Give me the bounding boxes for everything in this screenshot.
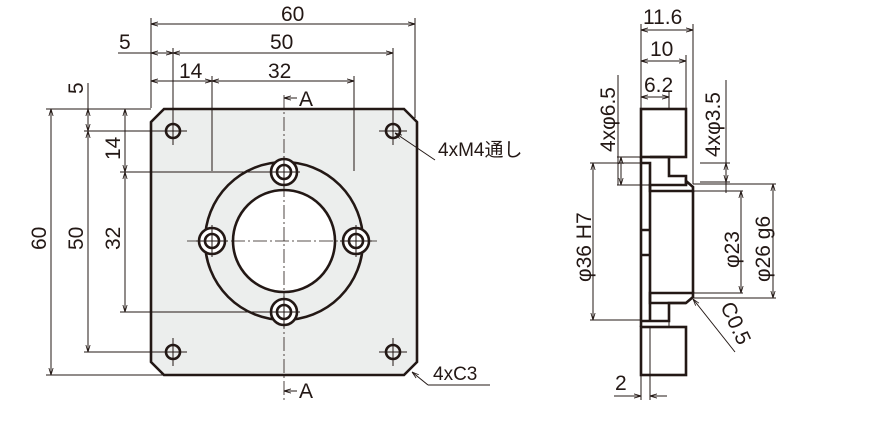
dim-h-5: 5 xyxy=(119,31,131,54)
dim-recess: φ36 H7 xyxy=(573,212,596,282)
dim-h-50: 50 xyxy=(270,31,293,54)
dim-total-length: 11.6 xyxy=(643,6,682,29)
section-marker-bottom: A xyxy=(299,380,313,403)
dim-bore: φ23 xyxy=(721,231,744,268)
counterbored-holes xyxy=(196,156,372,328)
dim-v-50: 50 xyxy=(65,227,88,250)
section-marker-top: A xyxy=(299,88,313,111)
dim-h-14: 14 xyxy=(179,60,203,83)
callout-chamfer: 4xC3 xyxy=(433,364,477,385)
dim-hole-dia: 4xφ3.5 xyxy=(702,92,725,157)
section-view: 11.6 10 6.2 4xφ6.5 4xφ3.5 φ36 H7 φ23 φ26… xyxy=(573,6,776,400)
dim-h-32: 32 xyxy=(268,60,291,83)
dim-spigot: φ26 g6 xyxy=(752,216,775,282)
dim-chamfer: C0.5 xyxy=(715,298,755,348)
dim-v-14: 14 xyxy=(102,136,125,160)
dim-v-32: 32 xyxy=(102,227,125,250)
callout-holes: 4xM4通し xyxy=(438,139,522,161)
front-view: 60 50 5 14 32 60 50 5 14 32 A A 4xM4通し 4… xyxy=(28,3,522,403)
dim-h-60: 60 xyxy=(281,3,304,26)
dim-recess-depth: 2 xyxy=(615,372,627,395)
dim-counterbore-depth: 6.2 xyxy=(644,74,673,97)
dim-v-5: 5 xyxy=(65,82,88,94)
dim-v-60: 60 xyxy=(28,227,51,250)
dim-flange-length: 10 xyxy=(650,38,673,61)
dim-counterbore-dia: 4xφ6.5 xyxy=(597,87,620,152)
